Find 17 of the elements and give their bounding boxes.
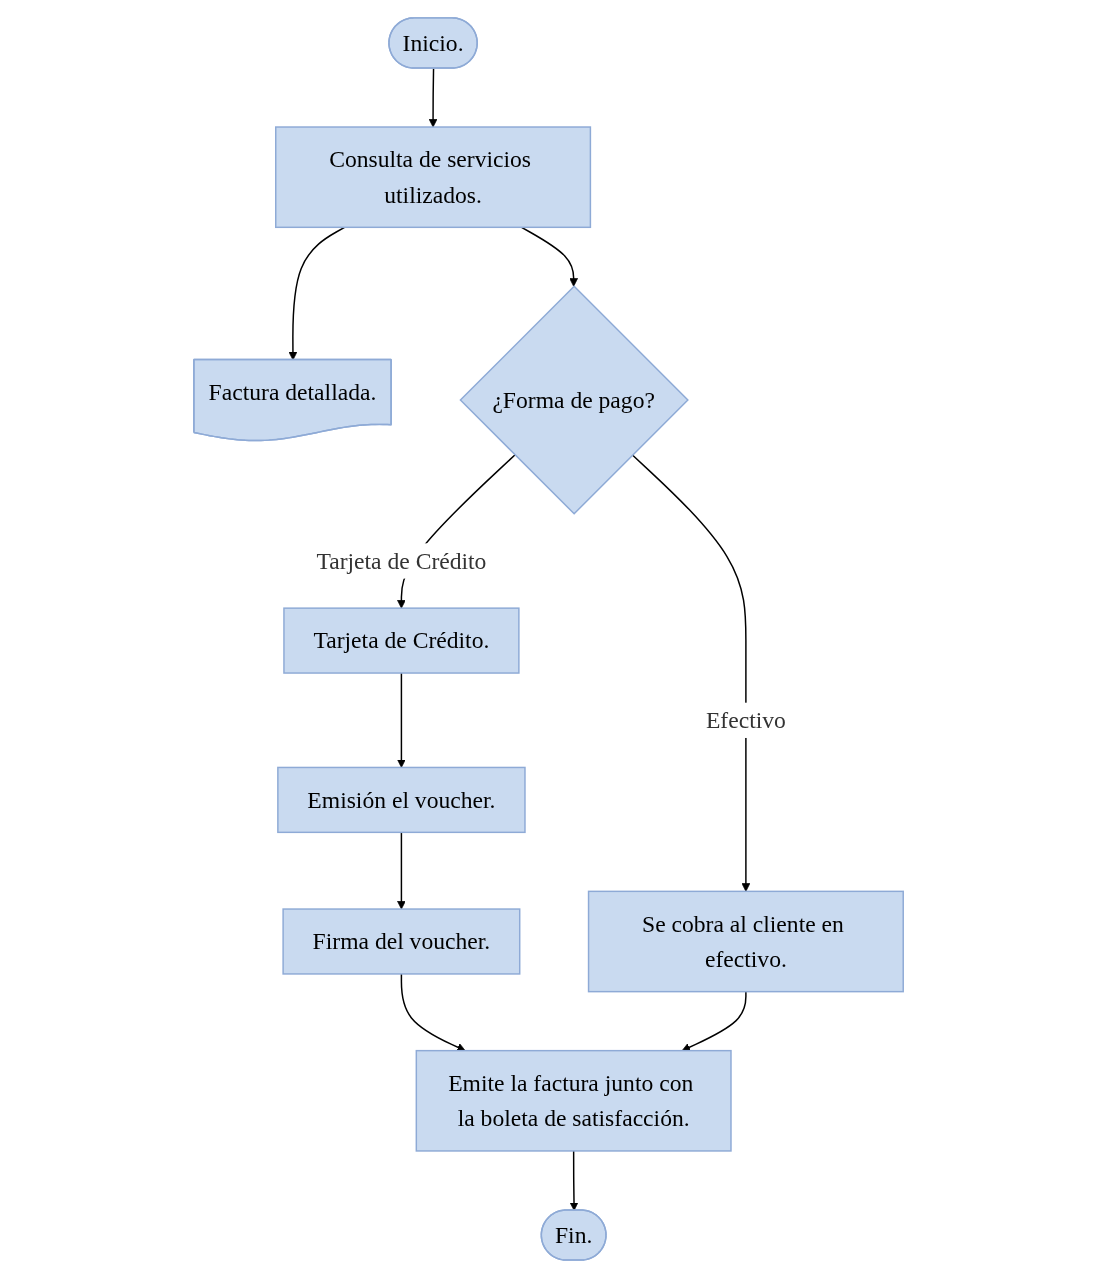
arrow — [397, 672, 406, 768]
node-box: Firma del voucher. — [282, 908, 521, 975]
node-box: Emite la factura junto con la boleta de satisfacción. — [415, 1049, 732, 1152]
node-box: Emisión el voucher. — [277, 766, 526, 834]
arrow — [400, 973, 466, 1052]
arrow — [428, 67, 438, 128]
node-box: Se cobra al cliente en efectivo. — [587, 890, 904, 993]
node-diamond: ¿Forma de pago? — [459, 285, 689, 515]
arrow — [681, 990, 747, 1052]
node-box: Consulta de servicios utilizados. — [274, 126, 592, 229]
arrow — [397, 831, 406, 910]
node-box: Tarjeta de Crédito. — [283, 607, 520, 674]
arrow — [520, 226, 578, 287]
arrow — [631, 454, 751, 892]
edge-label: Efectivo — [705, 707, 786, 734]
arrow — [569, 1150, 579, 1211]
edge-label: Tarjeta de Crédito — [316, 548, 487, 574]
